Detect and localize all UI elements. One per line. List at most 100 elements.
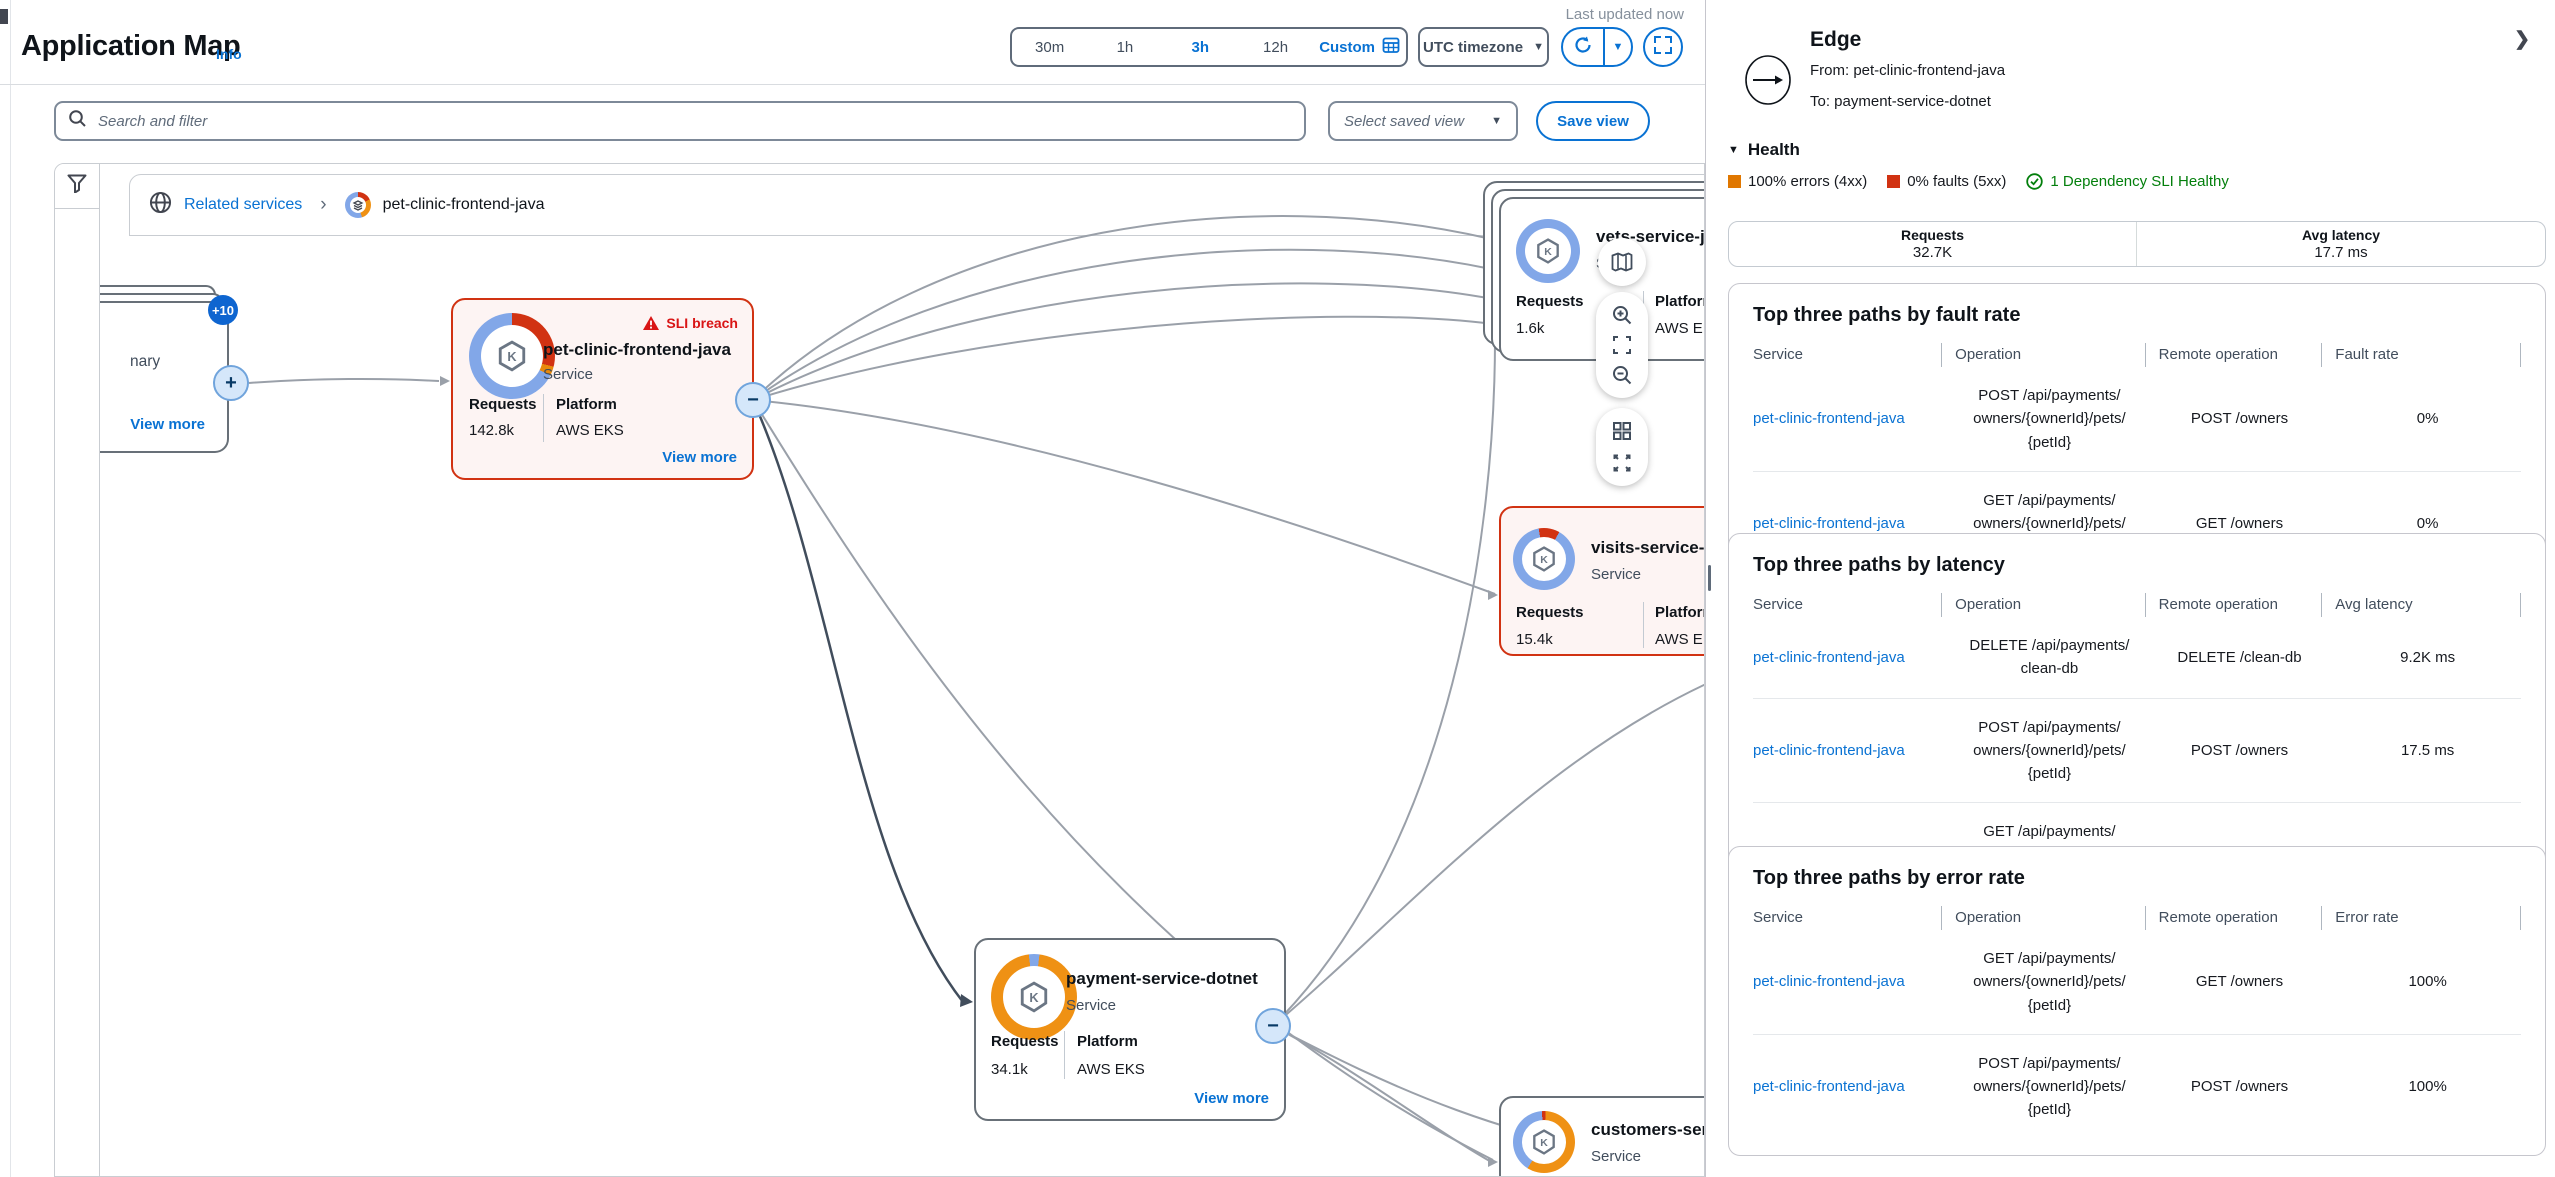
service-link[interactable]: pet-clinic-frontend-java [1753, 973, 1905, 991]
requests-value: 1.6k [1516, 320, 1545, 337]
faults-color-square [1887, 175, 1901, 188]
map-filter-button[interactable] [55, 164, 99, 209]
map-edges[interactable] [55, 164, 1705, 1177]
sli-breach-flag: SLI breach [643, 315, 738, 331]
operation-cell: DELETE /api/payments/ clean-db [1969, 637, 2130, 678]
time-range-3h-selected[interactable]: 3h [1163, 29, 1238, 65]
svg-text:K: K [1540, 1137, 1548, 1149]
remote-operation-cell: POST /owners [2190, 1078, 2289, 1096]
panel-collapse-chevron[interactable]: ❯ [2514, 29, 2530, 50]
platform-value: AWS EKS [1655, 320, 1704, 337]
svg-text:K: K [1540, 554, 1548, 566]
remote-operation-cell: POST /owners [2190, 410, 2289, 428]
calendar-icon [1382, 36, 1400, 58]
error-rate-cell: 100% [2408, 973, 2447, 991]
edge-from: From: pet-clinic-frontend-java [1810, 62, 2006, 79]
zoom-fit-button[interactable] [1612, 335, 1632, 355]
time-range-12h[interactable]: 12h [1238, 29, 1313, 65]
eks-hexagon-icon: K [1533, 546, 1555, 572]
table-header: Service Operation Remote operation Fault… [1753, 343, 2521, 367]
service-link[interactable]: pet-clinic-frontend-java [1753, 515, 1905, 533]
info-link[interactable]: Info [216, 46, 242, 62]
refresh-button[interactable] [1563, 29, 1605, 65]
node-title: payment-service-dotnet [1066, 969, 1258, 988]
collapse-node-button[interactable]: − [1255, 1008, 1291, 1044]
node-vets-service[interactable]: K vets-service-java Service Requests 1.6… [1499, 197, 1704, 361]
service-health-donut-icon: K [469, 313, 555, 399]
edge-detail-panel: ❯ Edge From: pet-clinic-frontend-java To… [1712, 0, 2555, 1177]
minimap-button[interactable] [1598, 238, 1646, 286]
search-icon [68, 109, 87, 133]
node-pet-clinic-frontend-java[interactable]: K SLI breach pet-clinic-frontend-java Se… [451, 298, 754, 480]
time-range-custom[interactable]: Custom [1313, 29, 1406, 65]
grid-layout-button[interactable] [1612, 421, 1632, 441]
page-title: Application Map [21, 30, 241, 62]
edge-to: To: payment-service-dotnet [1810, 93, 1991, 110]
view-more-link[interactable]: View more [1194, 1090, 1269, 1107]
zoom-controls [1596, 292, 1648, 398]
service-health-donut-icon: K [1516, 219, 1580, 283]
nav-collapse-nub[interactable] [0, 9, 8, 24]
application-map-canvas[interactable]: Related services › pet-clinic-frontend-j… [54, 163, 1705, 1177]
search-filter-box [54, 101, 1306, 141]
expand-layout-button[interactable] [1611, 452, 1633, 474]
platform-value: AWS EKS [1655, 631, 1704, 648]
table-header: Service Operation Remote operation Avg l… [1753, 593, 2521, 617]
time-range-segmented-control: 30m 1h 3h 12h Custom [1010, 27, 1408, 67]
node-payment-service-dotnet[interactable]: K payment-service-dotnet Service Request… [974, 938, 1286, 1121]
table-row: pet-clinic-frontend-java GET /api/paymen… [1753, 930, 2521, 1034]
view-more-link[interactable]: View more [662, 449, 737, 466]
fault-rate-cell: 0% [2416, 515, 2439, 533]
select-saved-view-dropdown[interactable]: Select saved view ▼ [1328, 101, 1518, 141]
warning-triangle-icon [643, 316, 660, 330]
globe-icon [149, 191, 172, 219]
health-section-toggle[interactable]: ▼ Health [1728, 140, 1800, 159]
breadcrumb-related-services-link[interactable]: Related services [184, 196, 303, 213]
service-link[interactable]: pet-clinic-frontend-java [1753, 741, 1905, 759]
timezone-dropdown[interactable]: UTC timezone ▼ [1418, 27, 1549, 67]
table-row: pet-clinic-frontend-java DELETE /api/pay… [1753, 617, 2521, 698]
save-view-button[interactable]: Save view [1536, 101, 1650, 141]
time-range-30m[interactable]: 30m [1012, 29, 1087, 65]
fullscreen-button[interactable] [1643, 27, 1683, 67]
platform-value: AWS EKS [556, 422, 624, 439]
service-link[interactable]: pet-clinic-frontend-java [1753, 1078, 1905, 1096]
expand-node-button[interactable]: + [213, 365, 249, 401]
platform-label: Platform [1655, 293, 1704, 310]
view-more-link[interactable]: View more [130, 416, 205, 433]
node-type: Service [1066, 997, 1117, 1014]
refresh-options-button[interactable]: ▼ [1605, 29, 1631, 65]
node-customers-service[interactable]: K customers-service-java Service [1499, 1096, 1704, 1176]
service-link[interactable]: pet-clinic-frontend-java [1753, 410, 1905, 428]
platform-label: Platform [1655, 604, 1704, 621]
panel-resize-handle[interactable] [1708, 565, 1711, 591]
time-range-1h[interactable]: 1h [1087, 29, 1162, 65]
remote-operation-cell: GET /owners [2195, 973, 2284, 991]
zoom-out-button[interactable] [1611, 364, 1633, 386]
breadcrumb-current-service: pet-clinic-frontend-java [382, 196, 545, 213]
panel-resize-divider [1705, 0, 1713, 1177]
zoom-in-button[interactable] [1611, 304, 1633, 326]
avg-latency-cell: 17.5 ms [2400, 741, 2455, 759]
service-link[interactable]: pet-clinic-frontend-java [1753, 648, 1905, 666]
refresh-icon [1573, 35, 1593, 60]
chevron-down-icon: ▼ [1728, 144, 1739, 156]
table-row: pet-clinic-frontend-java POST /api/payme… [1753, 1033, 2521, 1139]
node-collapsed-group[interactable]: nary View more [98, 301, 229, 453]
health-badges: 100% errors (4xx) 0% faults (5xx) 1 Depe… [1728, 173, 2229, 190]
card-title: Top three paths by error rate [1753, 867, 2025, 889]
operation-cell: POST /api/payments/ owners/{ownerId}/pet… [1973, 1054, 2126, 1119]
check-circle-icon [2026, 173, 2044, 190]
search-input[interactable] [96, 111, 1292, 131]
platform-value: AWS EKS [1077, 1061, 1145, 1078]
operation-cell: POST /api/payments/ owners/{ownerId}/pet… [1973, 718, 2126, 783]
card-title: Top three paths by latency [1753, 554, 2005, 576]
errors-color-square [1728, 175, 1741, 188]
requests-value: 34.1k [991, 1061, 1028, 1078]
collapse-node-button[interactable]: − [735, 382, 771, 418]
remote-operation-cell: GET /owners [2195, 515, 2284, 533]
node-visits-service[interactable]: K visits-service-java Service Requests 1… [1499, 506, 1705, 656]
node-title: visits-service-java [1591, 538, 1705, 557]
chevron-down-icon: ▼ [1533, 41, 1544, 53]
platform-label: Platform [1077, 1033, 1138, 1050]
